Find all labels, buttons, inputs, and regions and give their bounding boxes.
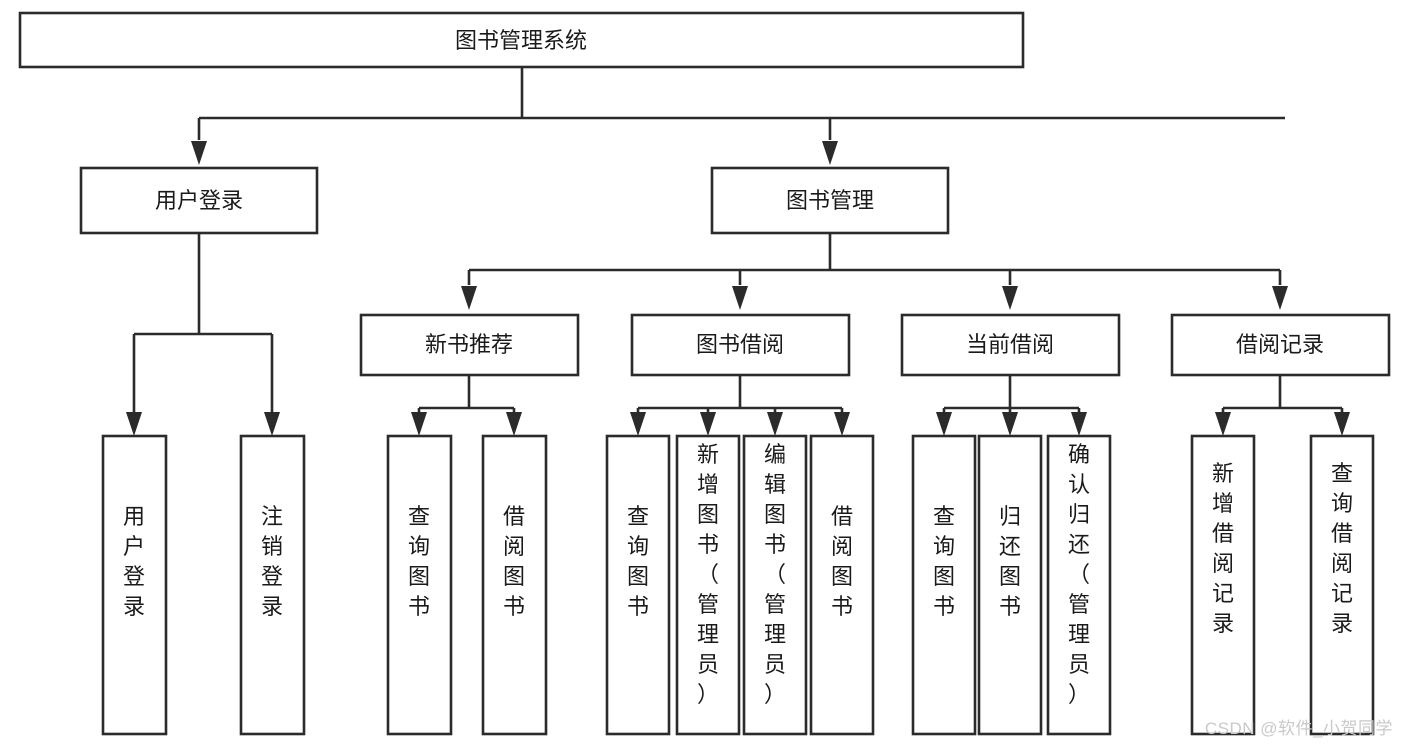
arrow-icon: [411, 412, 427, 436]
node-leaf-user-logout[interactable]: 注销登录: [239, 434, 306, 736]
node-current-borrow[interactable]: 当前借阅: [900, 313, 1121, 377]
arrow-icon: [1002, 412, 1018, 436]
node-leaf-cur-confirm[interactable]: 确认归还（管理员）: [1046, 434, 1112, 736]
connector-bookmanage-to-level3: [461, 233, 1288, 310]
connector-newbookrec-to-leaves: [411, 375, 522, 436]
node-leaf-cur-query[interactable]: 查询图书: [911, 434, 977, 736]
arrow-icon: [1334, 412, 1350, 436]
node-leaf-cur-return[interactable]: 归还图书: [977, 434, 1043, 736]
node-leaf-user-login-label: 用户登录: [123, 504, 145, 619]
node-book-borrow-label: 图书借阅: [696, 332, 784, 357]
node-leaf-cur-return-label: 归还图书: [999, 504, 1021, 619]
node-book-manage[interactable]: 图书管理: [710, 166, 950, 235]
connector-borrowrecord-to-leaves: [1215, 375, 1350, 436]
node-leaf-borrow-lend[interactable]: 借阅图书: [809, 434, 875, 736]
node-root[interactable]: 图书管理系统: [18, 11, 1025, 69]
node-book-manage-label: 图书管理: [786, 188, 874, 213]
node-leaf-rec-add[interactable]: 新增借阅记录: [1190, 434, 1256, 736]
connector-root-to-level2: [191, 67, 1285, 165]
node-root-label: 图书管理系统: [455, 28, 587, 53]
node-user-login[interactable]: 用户登录: [79, 166, 319, 235]
node-borrow-record[interactable]: 借阅记录: [1170, 313, 1391, 377]
node-current-borrow-label: 当前借阅: [966, 332, 1054, 357]
node-leaf-borrow-lend-label: 借阅图书: [831, 504, 853, 619]
connector-currentborrow-to-leaves: [936, 375, 1087, 436]
arrow-icon: [1071, 412, 1087, 436]
node-leaf-rec-query[interactable]: 查询图书: [386, 434, 453, 736]
node-borrow-record-label: 借阅记录: [1236, 332, 1324, 357]
node-leaf-borrow-edit[interactable]: 编辑图书（管理员）: [742, 434, 808, 736]
node-leaf-borrow-query-label: 查询图书: [627, 504, 649, 619]
connector-userlogin-to-leaves: [126, 233, 280, 436]
node-leaf-borrow-query[interactable]: 查询图书: [605, 434, 671, 736]
arrow-icon: [732, 286, 748, 310]
arrow-icon: [936, 412, 952, 436]
node-new-book-rec[interactable]: 新书推荐: [359, 313, 580, 377]
arrow-icon: [1272, 286, 1288, 310]
node-leaf-rec-borrow[interactable]: 借阅图书: [481, 434, 548, 736]
arrow-icon: [461, 286, 477, 310]
arrow-icon: [767, 412, 783, 436]
node-leaf-rec-search[interactable]: 查询借阅记录: [1309, 434, 1375, 736]
arrow-icon: [264, 412, 280, 436]
arrow-icon: [1002, 286, 1018, 310]
arrow-icon: [834, 412, 850, 436]
arrow-icon: [1215, 412, 1231, 436]
csdn-watermark: CSDN @软件_小贺同学: [1204, 719, 1393, 738]
arrow-icon: [700, 412, 716, 436]
arrow-icon: [506, 412, 522, 436]
node-leaf-user-logout-label: 注销登录: [261, 504, 283, 619]
node-leaf-rec-borrow-label: 借阅图书: [503, 504, 525, 619]
node-leaf-borrow-edit-label: 编辑图书（管理员）: [764, 442, 786, 707]
node-book-borrow[interactable]: 图书借阅: [630, 313, 851, 377]
connector-bookborrow-to-leaves: [630, 375, 850, 436]
node-leaf-cur-confirm-label: 确认归还（管理员）: [1068, 442, 1090, 707]
node-user-login-label: 用户登录: [155, 188, 243, 213]
node-leaf-rec-search-label: 查询借阅记录: [1331, 461, 1353, 636]
node-new-book-rec-label: 新书推荐: [425, 332, 513, 357]
node-leaf-rec-add-label: 新增借阅记录: [1212, 461, 1234, 636]
node-leaf-borrow-add[interactable]: 新增图书（管理员）: [675, 434, 741, 736]
node-leaf-rec-query-label: 查询图书: [408, 504, 430, 619]
arrow-icon: [191, 141, 207, 165]
node-leaf-borrow-add-label: 新增图书（管理员）: [697, 442, 719, 707]
arrow-icon: [630, 412, 646, 436]
node-leaf-cur-query-label: 查询图书: [933, 504, 955, 619]
node-leaf-user-login[interactable]: 用户登录: [101, 434, 168, 736]
arrow-icon: [126, 412, 142, 436]
arrow-icon: [822, 141, 838, 165]
